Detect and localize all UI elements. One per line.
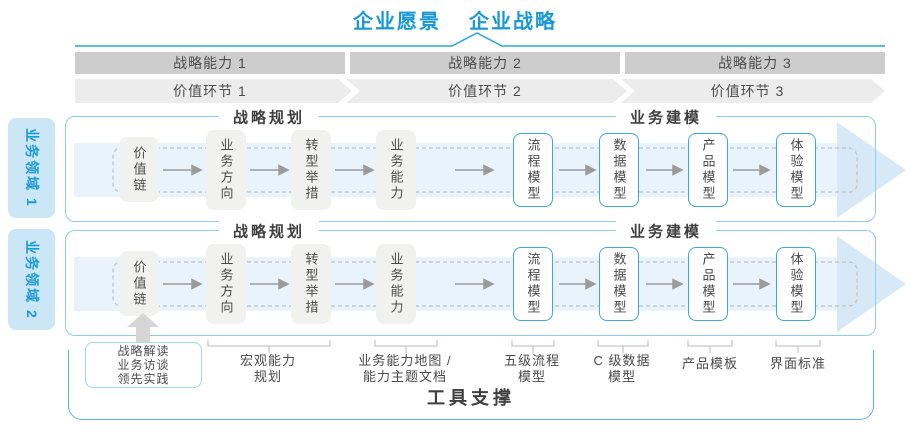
value-chain-box: 价值链 (119, 251, 159, 316)
value-chain-box-label: 价值链 (131, 145, 147, 194)
vision-title: 企业愿景 (353, 11, 441, 33)
transformation-initiative-box-label: 转型举措 (303, 138, 319, 202)
planning-section-title: 战略规划 (218, 220, 320, 242)
modeling-section-title: 业务建模 (615, 220, 717, 242)
product-model-box-label: 产品模型 (700, 138, 716, 202)
data-model-box: 数据模型 (599, 133, 639, 207)
domain-panel-2: 战略规划 业务建模 价值链 业务方向 转型举措 业务能力 流程模型 数据模型 产… (65, 220, 906, 336)
caret-line-graphic (75, 32, 885, 47)
up-arrow-icon (127, 313, 159, 342)
experience-model-box-label: 体验模型 (788, 138, 804, 202)
product-model-box-label: 产品模型 (700, 252, 716, 316)
transformation-initiative-box-label: 转型举措 (303, 252, 319, 316)
annotation-macro-capability: 宏观能力 规划 (239, 353, 296, 384)
callout-line-3: 领先实践 (117, 372, 170, 386)
business-direction-box-label: 业务方向 (218, 252, 234, 316)
business-capability-box-label: 业务能力 (388, 252, 404, 316)
modeling-section-title: 业务建模 (615, 106, 717, 128)
callout-line-1: 战略解读 (117, 344, 170, 358)
annotation-data-model: C 级数据 模型 (593, 353, 651, 384)
business-capability-box-label: 业务能力 (388, 138, 404, 202)
data-model-box-label: 数据模型 (611, 138, 627, 202)
value-chain-box-label: 价值链 (131, 259, 147, 308)
experience-model-box: 体验模型 (776, 247, 816, 321)
data-model-box: 数据模型 (599, 247, 639, 321)
process-model-box: 流程模型 (513, 133, 553, 207)
planning-section-title: 战略规划 (218, 106, 320, 128)
transformation-initiative-box: 转型举措 (291, 130, 331, 210)
value-chain-box: 价值链 (119, 137, 159, 202)
domain-tab-2-label: 业务领域 2 (23, 239, 40, 320)
annotation-capability-map: 业务能力地图 / 能力主题文档 (358, 353, 452, 384)
strategy-title: 企业战略 (469, 11, 557, 33)
inputs-callout-box: 战略解读 业务访谈 领先实践 (85, 342, 202, 388)
business-direction-box-label: 业务方向 (218, 138, 234, 202)
tool-support-container: 工具支撑 (68, 350, 874, 420)
data-model-box-label: 数据模型 (611, 252, 627, 316)
domain-tab-1: 业务领域 1 (8, 118, 55, 218)
experience-model-box: 体验模型 (776, 133, 816, 207)
value-link-3: 价值环节 3 (710, 83, 785, 99)
value-link-1: 价值环节 1 (173, 83, 247, 99)
business-capability-box: 业务能力 (376, 244, 416, 324)
process-model-box: 流程模型 (513, 247, 553, 321)
capability-bar-3: 战略能力 3 (625, 52, 885, 74)
product-model-box: 产品模型 (688, 247, 728, 321)
domain-tab-1-label: 业务领域 1 (23, 128, 40, 208)
capability-bar-2: 战略能力 2 (350, 52, 620, 74)
process-model-box-label: 流程模型 (525, 252, 541, 316)
annotation-ui-standard: 界面标准 (769, 356, 826, 371)
process-model-box-label: 流程模型 (525, 138, 541, 202)
callout-line-2: 业务访谈 (117, 358, 170, 372)
experience-model-box-label: 体验模型 (788, 252, 804, 316)
transformation-initiative-box: 转型举措 (291, 244, 331, 324)
business-capability-box: 业务能力 (376, 130, 416, 210)
business-direction-box: 业务方向 (206, 130, 246, 210)
tool-support-label: 工具支撑 (427, 388, 515, 408)
annotation-process-model: 五级流程 模型 (503, 353, 560, 384)
annotation-brackets-graphic (207, 340, 821, 353)
product-model-box: 产品模型 (688, 133, 728, 207)
value-link-2: 价值环节 2 (448, 83, 522, 99)
capability-bar-1: 战略能力 1 (75, 52, 345, 74)
domain-tab-2: 业务领域 2 (8, 229, 55, 330)
business-direction-box: 业务方向 (206, 244, 246, 324)
title-row: 企业愿景 企业战略 (0, 5, 910, 34)
value-chain-band-graphic (75, 79, 885, 103)
domain-panel-1: 战略规划 业务建模 价值链 业务方向 转型举措 业务能力 流程模型 数据模型 产… (65, 106, 906, 222)
annotation-product-template: 产品模板 (681, 356, 738, 371)
